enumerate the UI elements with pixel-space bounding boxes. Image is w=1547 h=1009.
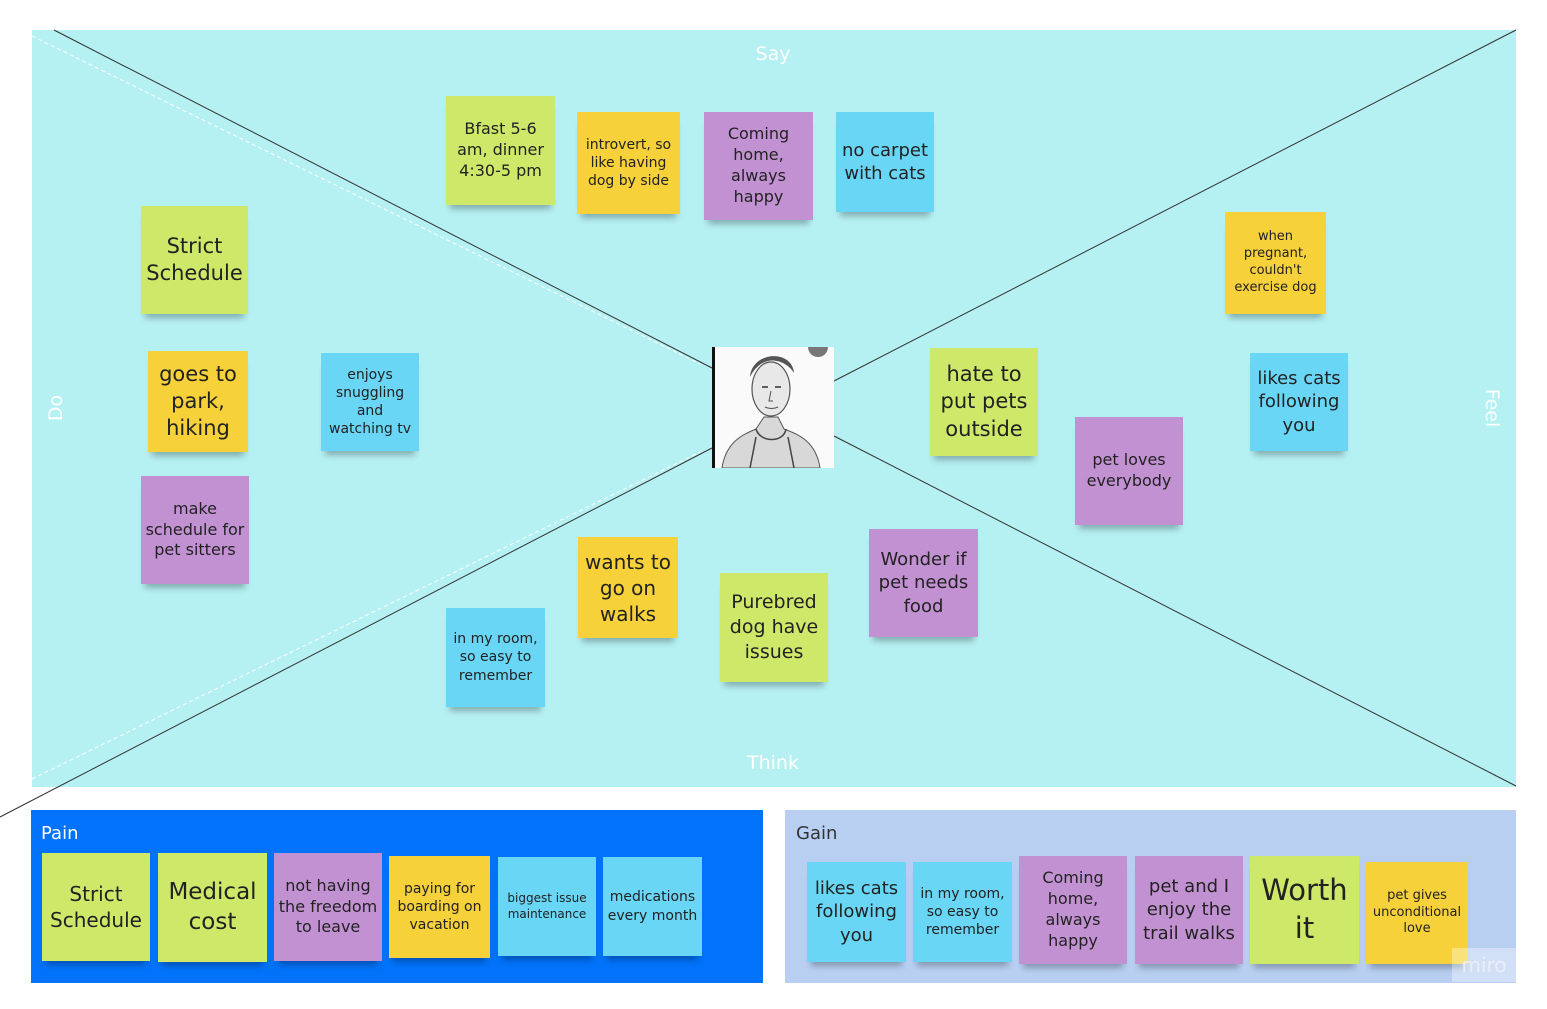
pain-sticky-note[interactable]: biggest issue maintenance [498, 857, 596, 956]
say-sticky-note[interactable]: no carpet with cats [836, 112, 934, 212]
gain-sticky-note[interactable]: in my room, so easy to remember [913, 862, 1012, 962]
do-sticky-note[interactable]: Strict Schedule [141, 206, 248, 314]
do-label: Do [45, 394, 67, 422]
pain-label: Pain [41, 823, 79, 844]
pain-sticky-note[interactable]: Medical cost [158, 853, 267, 962]
gain-label: Gain [796, 823, 838, 844]
do-sticky-note[interactable]: enjoys snuggling and watching tv [321, 353, 419, 451]
gain-sticky-note[interactable]: pet and I enjoy the trail walks [1135, 856, 1243, 964]
think-sticky-note[interactable]: wants to go on walks [578, 537, 678, 638]
pain-sticky-note[interactable]: Strict Schedule [42, 853, 150, 961]
gain-sticky-note[interactable]: Coming home, always happy [1019, 856, 1127, 964]
do-sticky-note[interactable]: goes to park, hiking [148, 351, 248, 452]
gain-sticky-note[interactable]: likes cats following you [807, 862, 906, 962]
think-sticky-note[interactable]: in my room, so easy to remember [446, 608, 545, 707]
pain-sticky-note[interactable]: not having the freedom to leave [274, 853, 382, 961]
think-sticky-note[interactable]: Purebred dog have issues [720, 573, 828, 682]
think-label: Think [747, 752, 799, 774]
say-sticky-note[interactable]: Coming home, always happy [704, 112, 813, 220]
gain-sticky-note[interactable]: Worth it [1250, 856, 1359, 964]
say-sticky-note[interactable]: Bfast 5-6 am, dinner 4:30-5 pm [446, 96, 555, 205]
pain-sticky-note[interactable]: medications every month [603, 857, 702, 956]
feel-sticky-note[interactable]: when pregnant, couldn't exercise dog [1225, 212, 1326, 314]
think-sticky-note[interactable]: Wonder if pet needs food [869, 529, 978, 637]
say-sticky-note[interactable]: introvert, so like having dog by side [577, 112, 680, 214]
do-sticky-note[interactable]: make schedule for pet sitters [141, 476, 249, 584]
pain-sticky-note[interactable]: paying for boarding on vacation [389, 856, 490, 958]
feel-sticky-note[interactable]: hate to put pets outside [930, 348, 1038, 456]
feel-sticky-note[interactable]: pet loves everybody [1075, 417, 1183, 525]
persona-portrait-icon[interactable] [712, 347, 834, 468]
feel-label: Feel [1481, 388, 1503, 428]
say-label: Say [755, 43, 791, 65]
feel-sticky-note[interactable]: likes cats following you [1250, 353, 1348, 451]
miro-watermark-logo: miro [1452, 948, 1516, 982]
gain-sticky-note[interactable]: pet gives unconditional love [1366, 862, 1468, 964]
